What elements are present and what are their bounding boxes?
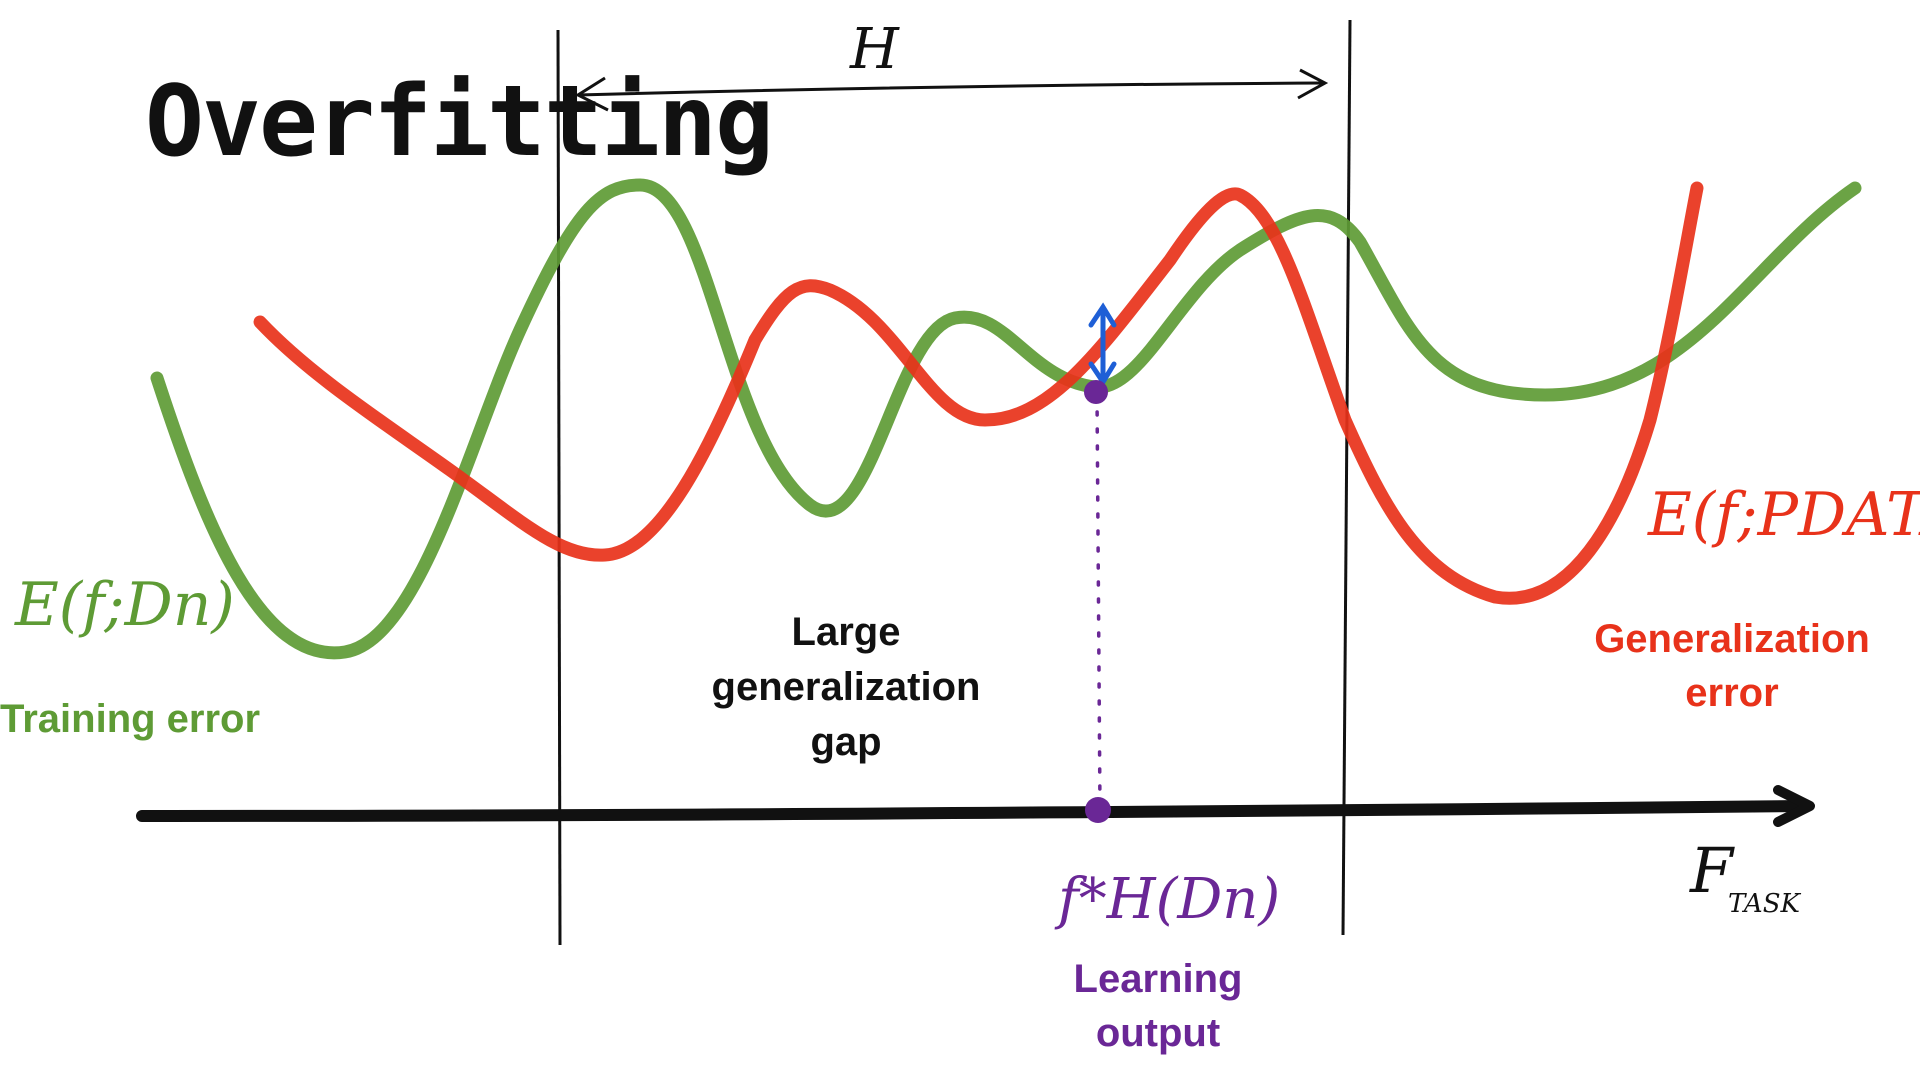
hypothesis-label: H <box>849 17 900 82</box>
generalization-error-curve <box>253 181 1704 605</box>
f-task-axis <box>136 785 1815 827</box>
generalization-error-label-line1: Generalization <box>1594 617 1870 661</box>
hypothesis-arrow <box>574 68 1329 112</box>
right-boundary-line <box>1341 19 1352 936</box>
axis-subscript: TASK <box>1728 889 1802 919</box>
learning-output-label-line2: output <box>1096 1011 1220 1055</box>
learning-output-label-line1: Learning <box>1074 957 1243 1001</box>
gap-label-line3: gap <box>810 720 881 764</box>
axis-label: F <box>1689 834 1735 907</box>
output-point-axis <box>1085 797 1111 823</box>
learning-output-formula: f*H(Dn) <box>1054 867 1280 932</box>
training-error-formula: E(f;Dn) <box>14 570 235 640</box>
training-error-curve <box>150 178 1862 660</box>
output-point-curve <box>1084 380 1108 404</box>
gap-label-line2: generalization <box>712 665 981 709</box>
gap-arrow <box>1088 302 1117 387</box>
title: Overfitting <box>145 65 772 179</box>
generalization-error-label-line2: error <box>1685 671 1778 715</box>
gap-label-line1: Large <box>792 610 901 654</box>
left-boundary-line <box>556 29 562 946</box>
generalization-error-formula: E(f;PDATA) <box>1647 480 1920 550</box>
output-drop-line <box>1095 393 1102 812</box>
training-error-label: Training error <box>0 697 260 741</box>
